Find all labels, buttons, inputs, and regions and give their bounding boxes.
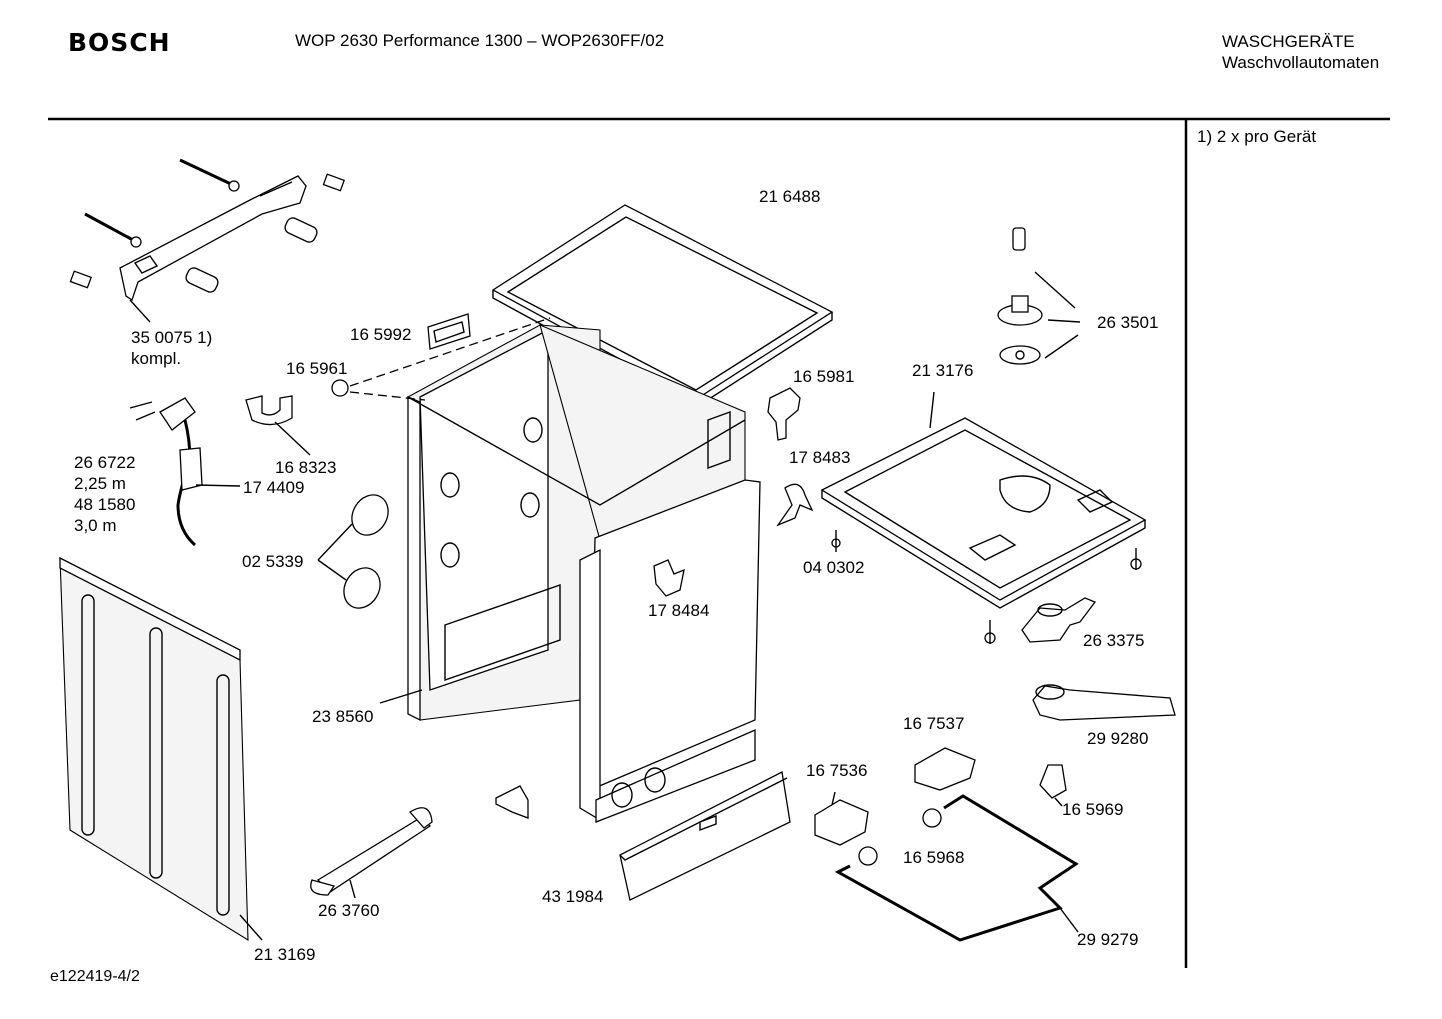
adjustable-foot-drawing <box>997 227 1081 365</box>
part-label-167537: 16 7537 <box>903 714 965 733</box>
part-label-178483: 17 8483 <box>789 448 851 467</box>
part-label-263501: 26 3501 <box>1097 313 1159 332</box>
power-cord-drawing <box>129 397 241 547</box>
switches-drawing <box>814 747 976 846</box>
part-label-481580-length: 3,0 m <box>74 516 117 535</box>
part-label-350075-note: kompl. <box>131 349 182 368</box>
part-label-178484: 17 8484 <box>648 601 710 620</box>
category-line-1: WASCHGERÄTE <box>1222 32 1355 51</box>
part-label-165981: 16 5981 <box>793 367 855 386</box>
part-label-299280: 29 9280 <box>1087 729 1149 748</box>
part-label-040302: 04 0302 <box>803 558 865 577</box>
pump-housing-drawing <box>1021 597 1176 807</box>
brand-logo: BOSCH <box>68 28 171 57</box>
wrench-drawing <box>310 807 433 899</box>
heating-element-drawing <box>834 794 1079 942</box>
footnote: 1) 2 x pro Gerät <box>1197 127 1317 146</box>
part-label-238560: 23 8560 <box>312 707 374 726</box>
part-label-431984: 43 1984 <box>542 887 604 906</box>
part-label-165992: 16 5992 <box>350 325 412 344</box>
caps-drawing <box>858 808 942 866</box>
part-label-168323: 16 8323 <box>275 458 337 477</box>
part-label-266722-length: 2,25 m <box>74 474 126 493</box>
part-label-350075: 35 0075 1) <box>131 328 213 347</box>
small-bracket-drawing <box>495 785 529 819</box>
category-line-2: Waschvollautomaten <box>1222 53 1380 72</box>
part-label-481580: 48 1580 <box>74 495 136 514</box>
plinth-panel-drawing <box>619 771 791 901</box>
clips-drawing <box>653 387 841 597</box>
base-frame-drawing <box>820 391 1147 609</box>
part-label-216488: 21 6488 <box>759 187 821 206</box>
part-label-299279: 29 9279 <box>1077 930 1139 949</box>
side-panel-drawing <box>59 556 263 942</box>
part-label-165969: 16 5969 <box>1062 800 1124 819</box>
part-label-263760: 26 3760 <box>318 901 380 920</box>
screws-drawing <box>984 548 1142 644</box>
small-parts-top-drawing <box>245 313 551 456</box>
part-label-165968: 16 5968 <box>903 848 965 867</box>
part-label-025339: 02 5339 <box>242 552 304 571</box>
part-label-266722: 26 6722 <box>74 453 136 472</box>
part-label-213169: 21 3169 <box>254 945 316 964</box>
part-label-263375: 26 3375 <box>1083 631 1145 650</box>
transport-bracket-drawing <box>69 158 346 323</box>
document-title: WOP 2630 Performance 1300 – WOP2630FF/02 <box>295 31 665 50</box>
part-label-167536: 16 7536 <box>806 761 868 780</box>
part-label-174409: 17 4409 <box>243 478 305 497</box>
drawing-code: e122419-4/2 <box>50 968 140 985</box>
part-label-165961: 16 5961 <box>286 359 348 378</box>
seal-rings-drawing <box>317 494 389 609</box>
cabinet-drawing <box>379 324 761 823</box>
part-label-213176: 21 3176 <box>912 361 974 380</box>
